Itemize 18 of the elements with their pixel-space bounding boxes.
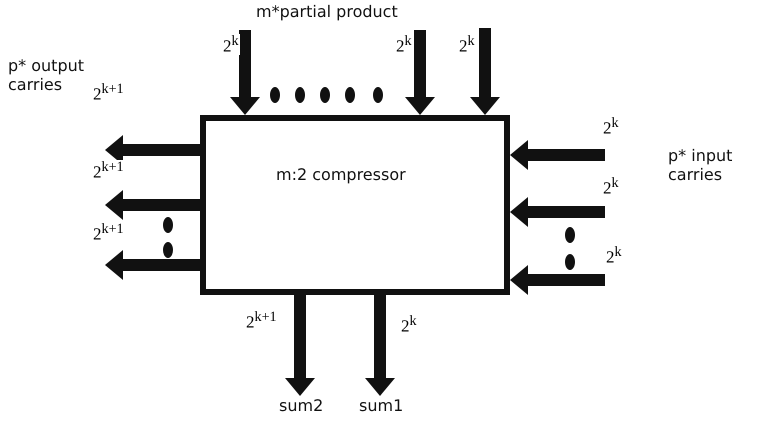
arrow (510, 140, 605, 170)
node-title: m:2 compressor (276, 165, 406, 184)
arrow (510, 197, 605, 227)
arrow (285, 295, 315, 396)
output-label: sum2 (279, 396, 324, 415)
arrow (230, 30, 260, 115)
arrow (105, 190, 200, 220)
arrow (365, 295, 395, 396)
arrow (105, 250, 200, 280)
compressor-box (200, 115, 510, 295)
input-carries-label: p* input carries (668, 146, 734, 184)
input-label: m*partial product (256, 2, 399, 21)
edge-label: 2$^{k}$ (222, 34, 240, 55)
arrow (405, 30, 435, 115)
arrow (510, 265, 605, 295)
output-carries-label: p* output carries (8, 56, 86, 94)
output-label: sum1 (359, 396, 404, 415)
arrow (470, 28, 500, 115)
